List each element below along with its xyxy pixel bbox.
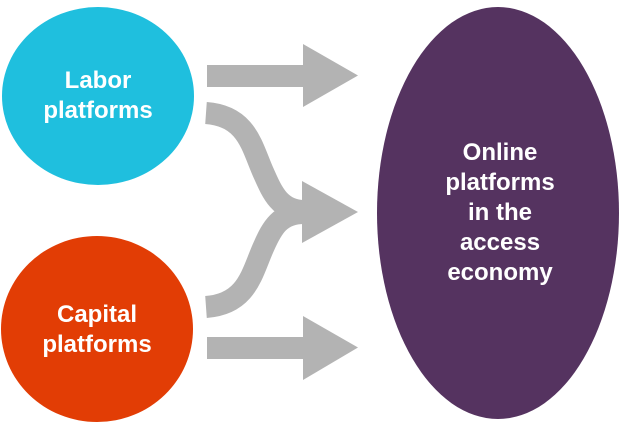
- labor-platforms-label: Labor platforms: [8, 66, 188, 126]
- online-platforms-label-line-4: access: [459, 229, 541, 256]
- labor-platforms-circle: [2, 7, 194, 185]
- online-platforms-label-line-1: Online: [462, 139, 538, 166]
- merged-arrow: [204, 102, 358, 318]
- labor-to-online-arrow: [207, 44, 358, 107]
- labor-platforms-label-line-1: Labor: [64, 67, 132, 94]
- online-platforms-label-line-5: economy: [447, 259, 553, 286]
- capital-to-online-arrow: [207, 316, 358, 380]
- merged-arrow-head: [302, 181, 358, 243]
- labor-platforms-label-line-2: platforms: [43, 97, 153, 124]
- online-platforms-ellipse: [377, 7, 619, 419]
- merged-arrow-lower-branch: [204, 202, 305, 318]
- online-platforms-label-line-2: platforms: [445, 169, 555, 196]
- capital-platforms-circle: [1, 236, 193, 422]
- online-platforms-label-line-3: in the: [468, 199, 532, 226]
- online-platforms-label: Online platforms in the access economy: [400, 138, 600, 288]
- merged-arrow-upper-branch: [204, 102, 305, 222]
- capital-platforms-label-line-2: platforms: [42, 331, 152, 358]
- capital-platforms-label-line-1: Capital: [56, 301, 137, 328]
- capital-platforms-label: Capital platforms: [7, 300, 187, 360]
